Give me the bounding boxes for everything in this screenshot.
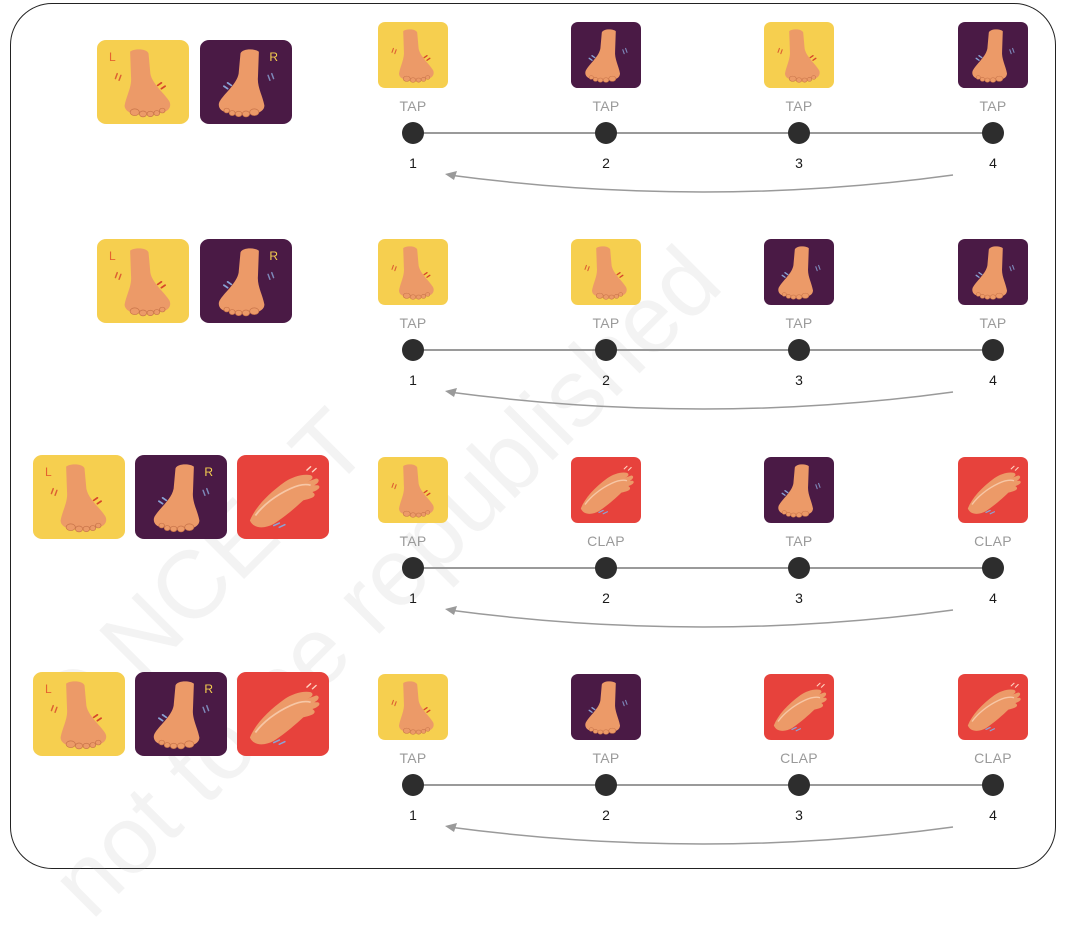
beat-number: 1 [409,372,417,388]
beat-dot [595,122,617,144]
beat-number: 4 [989,590,997,606]
beat-number: 4 [989,155,997,171]
clap-hands-icon [958,674,1028,740]
beat-dot [595,557,617,579]
right-foot-icon: R [200,40,292,124]
beat-action-label: TAP [592,315,620,331]
left-foot-icon: L [33,672,125,756]
beat-dot [595,774,617,796]
beat-action-label: TAP [592,98,620,114]
beat-action-label: TAP [785,533,813,549]
beat-number: 1 [409,155,417,171]
beat-timeline [413,784,993,786]
rhythm-row-3: L R TAP 1 [0,450,1066,660]
rhythm-row-4: L R TAP 1 [0,667,1066,877]
beat-number: 4 [989,807,997,823]
foot-side-letter: R [204,682,213,696]
left-foot-icon: L [97,239,189,323]
foot-side-letter: L [109,249,116,263]
right-foot-icon [571,674,641,740]
left-foot-icon [378,239,448,305]
beat-dot [402,122,424,144]
repeat-arrow [445,388,954,410]
beat-dot [788,774,810,796]
right-foot-icon: R [135,455,227,539]
beat-action-label: TAP [979,98,1007,114]
left-foot-icon [378,22,448,88]
beat-number: 2 [602,372,610,388]
beat-dot [982,122,1004,144]
beat-dot [402,557,424,579]
right-foot-icon: R [200,239,292,323]
beat-dot [788,557,810,579]
repeat-arrow [445,171,954,193]
foot-side-letter: R [204,465,213,479]
foot-side-letter: R [269,249,278,263]
right-foot-icon [571,22,641,88]
left-foot-icon: L [33,455,125,539]
beat-number: 1 [409,590,417,606]
left-foot-icon [571,239,641,305]
left-foot-icon: L [97,40,189,124]
beat-action-label: TAP [399,750,427,766]
beat-number: 4 [989,372,997,388]
foot-side-letter: R [269,50,278,64]
beat-action-label: TAP [399,98,427,114]
beat-timeline [413,132,993,134]
rhythm-row-2: L R TAP 1 [0,232,1066,442]
repeat-arrow [445,823,954,845]
beat-number: 2 [602,590,610,606]
left-foot-icon [764,22,834,88]
beat-number: 2 [602,807,610,823]
beat-dot [595,339,617,361]
beat-dot [788,122,810,144]
left-foot-icon [378,674,448,740]
clap-hands-icon [237,672,329,756]
beat-dot [402,774,424,796]
beat-action-label: TAP [399,533,427,549]
right-foot-icon [764,239,834,305]
beat-number: 3 [795,155,803,171]
beat-action-label: CLAP [587,533,625,549]
beat-action-label: TAP [592,750,620,766]
right-foot-icon: R [135,672,227,756]
beat-timeline [413,567,993,569]
rhythm-row-1: L R TAP 1 [0,15,1066,225]
beat-number: 1 [409,807,417,823]
beat-number: 3 [795,372,803,388]
beat-dot [982,774,1004,796]
beat-dot [982,339,1004,361]
right-foot-icon [764,457,834,523]
beat-action-label: TAP [399,315,427,331]
left-foot-icon [378,457,448,523]
beat-number: 3 [795,590,803,606]
clap-hands-icon [958,457,1028,523]
beat-dot [788,339,810,361]
clap-hands-icon [764,674,834,740]
beat-action-label: TAP [785,98,813,114]
right-foot-icon [958,239,1028,305]
beat-number: 3 [795,807,803,823]
beat-action-label: CLAP [780,750,818,766]
beat-action-label: CLAP [974,533,1012,549]
foot-side-letter: L [109,50,116,64]
beat-action-label: CLAP [974,750,1012,766]
beat-timeline [413,349,993,351]
repeat-arrow [445,606,954,628]
clap-hands-icon [237,455,329,539]
foot-side-letter: L [45,465,52,479]
beat-action-label: TAP [979,315,1007,331]
beat-action-label: TAP [785,315,813,331]
beat-dot [982,557,1004,579]
foot-side-letter: L [45,682,52,696]
right-foot-icon [958,22,1028,88]
clap-hands-icon [571,457,641,523]
beat-dot [402,339,424,361]
beat-number: 2 [602,155,610,171]
